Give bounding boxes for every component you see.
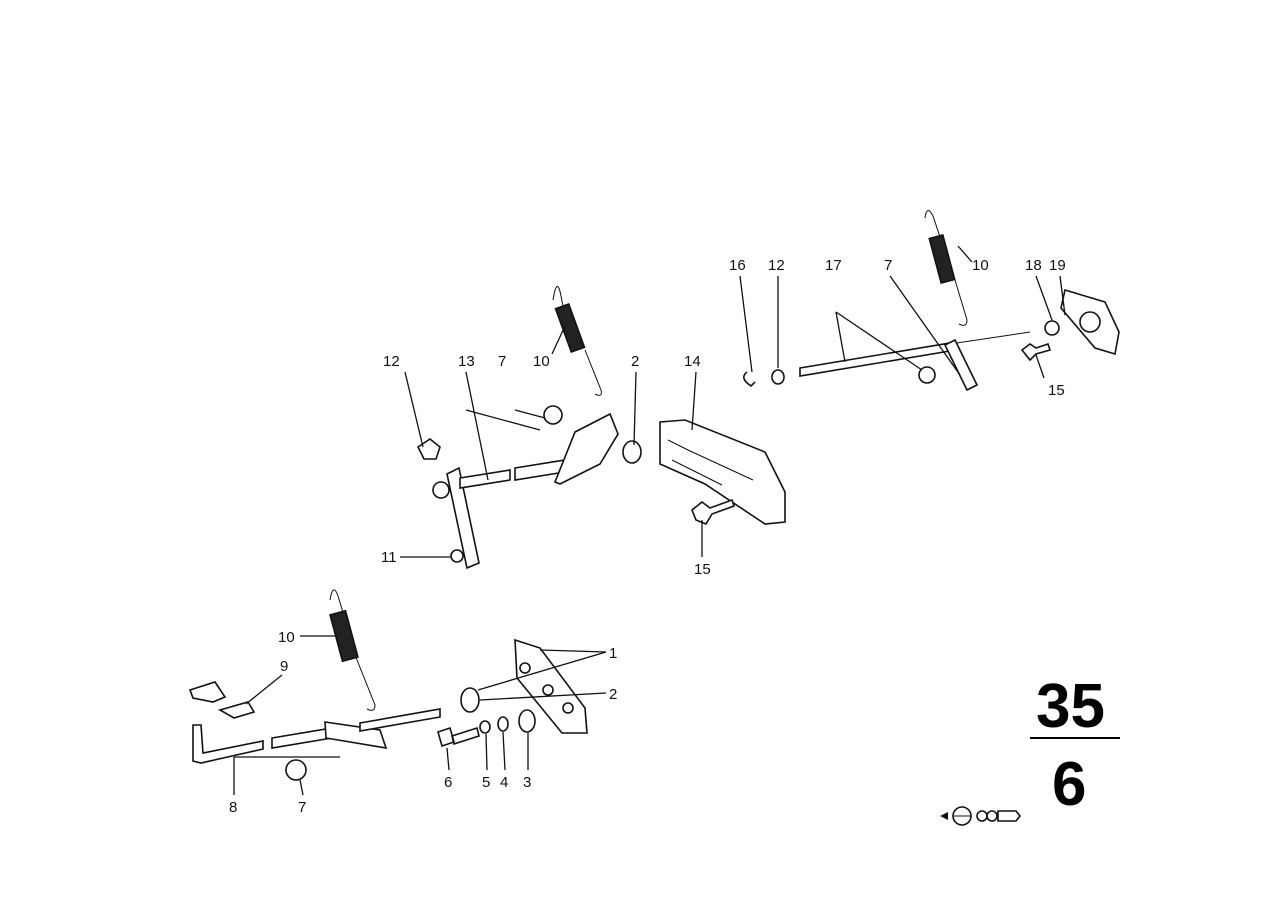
clip-part [188,681,227,703]
callout-label: 16 [729,257,746,274]
clip-part [743,371,756,388]
callout-label: 11 [381,549,397,566]
callout-label: 19 [1049,257,1066,274]
lever-bracket-part [446,466,480,570]
plate-hole [1079,311,1101,333]
callout-label: 18 [1025,257,1042,274]
group-number-top: 35 [1036,672,1105,741]
callout-label: 7 [884,257,892,274]
bolt-head-part [432,481,450,499]
callout-label: 2 [631,353,639,370]
callout-label: 13 [458,353,475,370]
clip-part [416,438,441,460]
callout-label: 1 [609,645,617,662]
bush-part [285,759,307,781]
mounting-bracket-part [667,439,754,486]
leader-lines [233,245,1066,796]
spring-coil-part [928,233,956,285]
group-number-bottom: 6 [1052,750,1086,819]
callout-label: 7 [498,353,506,370]
screw-part [691,498,736,525]
shaft-part [459,469,511,489]
nut-part [450,549,464,563]
rod-part [271,727,333,749]
washer-part [460,687,480,713]
spring-part [329,589,376,711]
plate-hole [562,702,574,714]
mounting-bracket-part [659,419,786,525]
plate-hole [542,684,554,696]
callout-label: 5 [482,774,490,791]
lever-arm-part [553,412,619,485]
callout-label: 17 [825,257,842,274]
washer-part [622,440,642,464]
spring-part [924,210,968,326]
washer-part [479,720,491,734]
bolt-part [437,726,480,748]
washer-part [518,709,536,733]
bush-part [543,405,563,425]
rod-part [359,708,441,732]
callout-label: 7 [298,799,306,816]
screw-part [1020,342,1052,362]
bush-part [918,366,936,384]
lever-bracket-part [943,338,979,392]
callout-label: 10 [278,629,295,646]
callout-label: 9 [280,658,288,675]
callout-label: 4 [500,774,508,791]
callout-label: 15 [694,561,711,578]
callout-label: 10 [972,257,989,274]
plate-hole [519,662,531,674]
callout-label: 14 [684,353,701,370]
vehicle-symbol-icon [940,806,1022,826]
nut-part [1044,320,1060,336]
callout-label: 12 [768,257,785,274]
clip-part [217,701,256,719]
rod-part [192,724,264,764]
shaft-part [949,331,1031,345]
callout-label: 15 [1048,382,1065,399]
callout-label: 3 [523,774,531,791]
spring-coil-part [554,302,586,354]
callout-label: 2 [609,686,617,703]
callout-label: 10 [533,353,550,370]
callout-label: 8 [229,799,237,816]
circlip-part [771,369,785,385]
spring-coil-part [329,609,359,663]
callout-label: 12 [383,353,400,370]
callout-label: 6 [444,774,452,791]
washer-part [497,716,509,732]
